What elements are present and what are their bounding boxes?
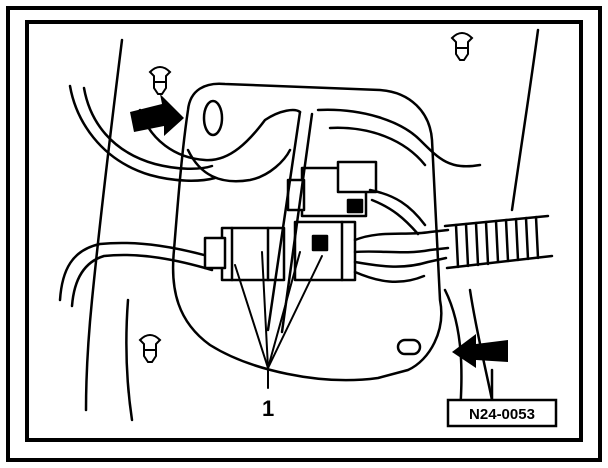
- mounting-plate: [171, 82, 443, 382]
- clip-icon: [148, 66, 172, 95]
- clip-icon: [450, 32, 474, 61]
- callout-leaders: [234, 251, 323, 369]
- reference-code: N24-0053: [469, 406, 535, 423]
- wire-bundle-f: [370, 198, 420, 236]
- cable-upper-left: [68, 84, 217, 182]
- connector-upper-window: [346, 198, 364, 214]
- panel-contour-bottom-left: [125, 298, 134, 422]
- wire-bundle-d: [353, 270, 426, 283]
- cable-left: [58, 241, 217, 302]
- cable-upper-left-outer: [82, 86, 214, 170]
- clip-icon: [138, 334, 162, 363]
- wire-bundle-a: [353, 228, 450, 242]
- plate-slot-top: [202, 99, 224, 137]
- outer-frame: [6, 6, 602, 462]
- connector-left-tab: [203, 236, 227, 270]
- upper-flange-inner: [186, 148, 292, 183]
- right-flange-inner: [328, 126, 427, 167]
- cable-left-outer: [70, 253, 214, 308]
- arrow-left-icon: [452, 334, 508, 368]
- panel-edge-left: [84, 38, 124, 412]
- connector-upper-block: [336, 160, 378, 194]
- connector-mid-window: [311, 234, 329, 252]
- inner-frame: [25, 20, 583, 442]
- wire-bundle-b: [353, 246, 450, 254]
- wire-bundle-c: [353, 256, 448, 268]
- connector-mid-body: [293, 220, 357, 282]
- plate-slot-bottom: [396, 338, 422, 356]
- upper-flange: [138, 108, 302, 162]
- line-art: [58, 28, 554, 422]
- clip-icon: [138, 32, 474, 363]
- right-flange: [316, 108, 482, 168]
- panel-edge-right: [510, 28, 540, 212]
- reference-code-box: [446, 398, 558, 428]
- wire-bundle-e: [368, 188, 427, 227]
- harness-ribs: [454, 215, 540, 269]
- callout-number: 1: [262, 396, 274, 421]
- arrow-right-icon: [130, 94, 184, 136]
